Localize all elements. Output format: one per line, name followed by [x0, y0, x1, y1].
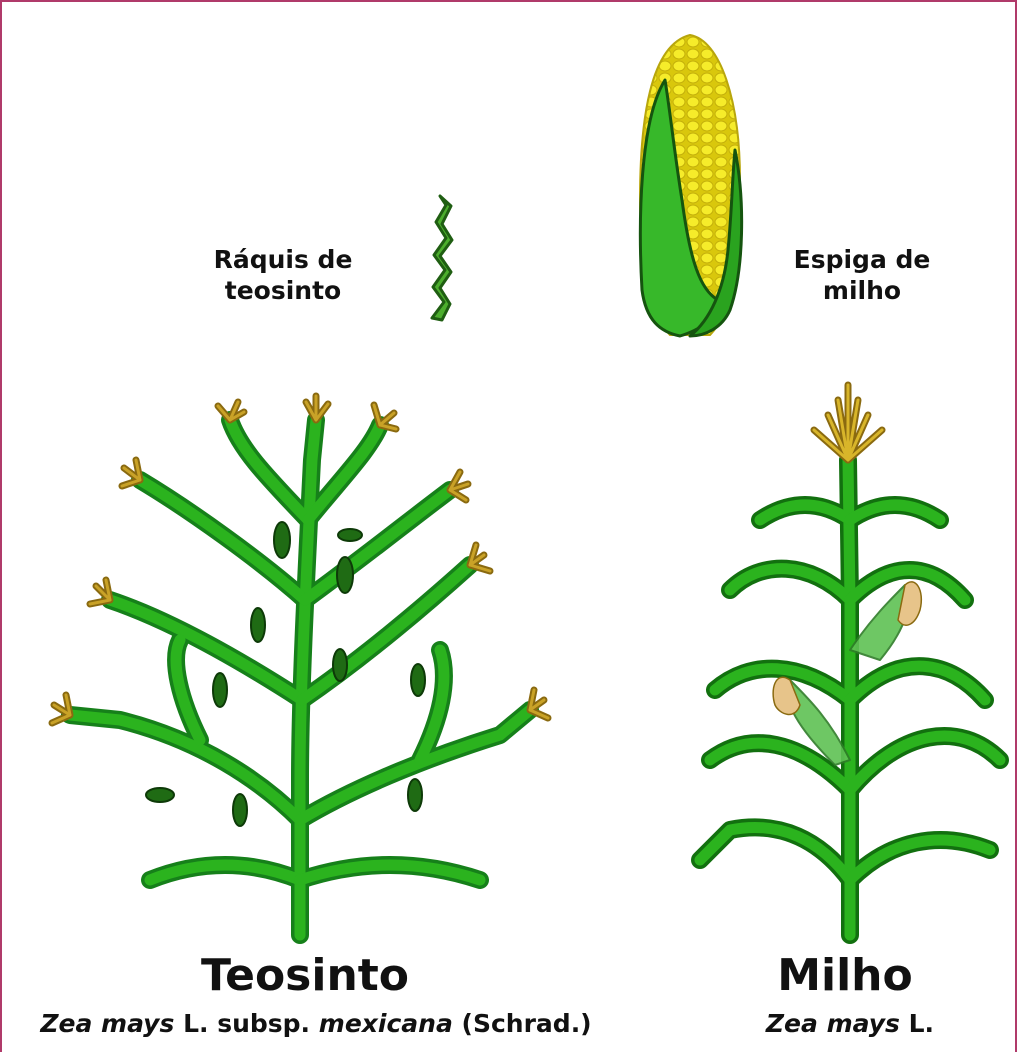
teosinto-authority: L. subsp.	[183, 1009, 310, 1038]
teosinto-plant-icon	[52, 396, 548, 935]
ear-label-line-1: Espiga de	[782, 244, 942, 275]
rachis-label-line-1: Ráquis de	[198, 244, 368, 275]
corn-ear-label: Espiga de milho	[782, 244, 942, 307]
teosinto-rachis-label: Ráquis de teosinto	[198, 244, 368, 307]
rachis-label-line-2: teosinto	[198, 275, 368, 306]
milho-scientific-name: Zea mays L.	[760, 1008, 940, 1039]
ear-label-line-2: milho	[782, 275, 942, 306]
milho-title: Milho	[770, 948, 920, 1003]
milho-authority: L.	[909, 1009, 934, 1038]
corn-ear-icon	[640, 35, 742, 336]
teosinto-genus-species: Zea mays	[40, 1009, 174, 1038]
teosinto-rachis-icon	[432, 196, 452, 320]
milho-plant-icon	[700, 385, 1000, 935]
teosinto-subspecies-author: (Schrad.)	[462, 1009, 592, 1038]
teosinto-subspecies: mexicana	[319, 1009, 453, 1038]
teosinto-title: Teosinto	[170, 948, 440, 1003]
milho-genus-species: Zea mays	[766, 1009, 900, 1038]
teosinto-scientific-name: Zea mays L. subsp. mexicana (Schrad.)	[36, 1008, 596, 1039]
